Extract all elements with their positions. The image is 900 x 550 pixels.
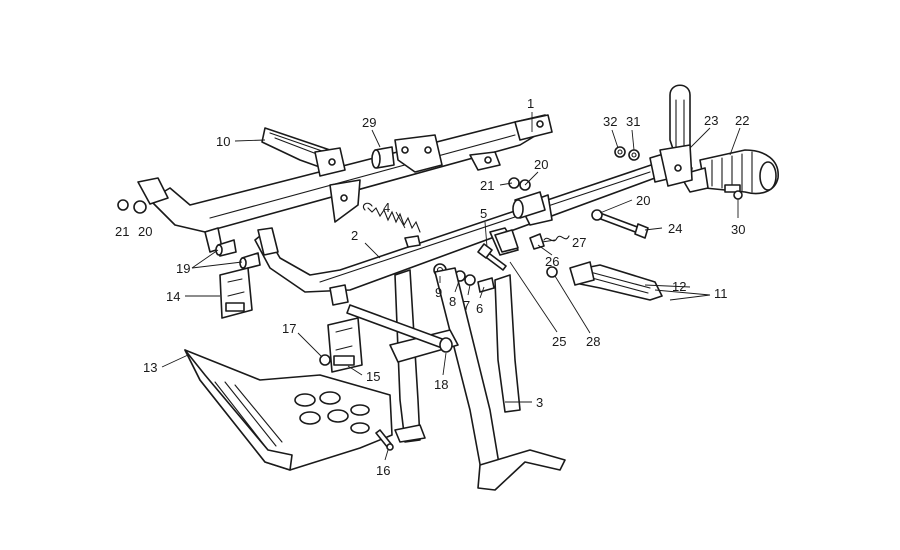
bracket-15 <box>327 317 363 373</box>
callout-30: 30 <box>731 222 745 237</box>
bushing-29 <box>371 146 395 169</box>
center-stand <box>389 267 566 491</box>
callout-25: 25 <box>552 334 566 349</box>
callout-29: 29 <box>362 115 376 130</box>
callout-21-right: 21 <box>480 178 494 193</box>
washer-20-right <box>591 209 603 221</box>
callout-24: 24 <box>668 221 682 236</box>
callout-9: 9 <box>435 285 442 300</box>
callout-14: 14 <box>166 289 180 304</box>
callout-8: 8 <box>449 294 456 309</box>
callout-6: 6 <box>476 301 483 316</box>
washer-7 <box>464 274 476 286</box>
spring-27 <box>543 235 570 242</box>
nut-32 <box>614 146 626 158</box>
callout-12: 12 <box>672 279 686 294</box>
bolt-16 <box>375 429 394 451</box>
callout-28: 28 <box>586 334 600 349</box>
nut-28 <box>546 266 558 278</box>
callout-11: 11 <box>714 286 728 301</box>
callout-23: 23 <box>704 113 718 128</box>
callout-22: 22 <box>735 113 749 128</box>
spring-4 <box>362 202 421 248</box>
bolt-24 <box>597 212 649 239</box>
upper-frame-rail <box>137 114 553 233</box>
callout-21-left: 21 <box>115 224 129 239</box>
callout-26: 26 <box>545 254 559 269</box>
nut-21-right <box>508 177 520 189</box>
pin-6 <box>477 277 495 293</box>
bracket-14 <box>219 267 253 319</box>
callout-20-upper: 20 <box>534 157 548 172</box>
callout-15: 15 <box>366 369 380 384</box>
callout-1: 1 <box>527 96 534 111</box>
callout-2: 2 <box>351 228 358 243</box>
callout-19: 19 <box>176 261 190 276</box>
nut-30 <box>733 190 743 200</box>
spacer-20 <box>512 191 546 219</box>
footpeg-passenger-right <box>659 84 779 195</box>
footpeg-rider-right <box>569 261 663 301</box>
callout-18: 18 <box>434 377 448 392</box>
callout-7: 7 <box>463 298 470 313</box>
callout-4: 4 <box>383 200 390 215</box>
stand-shaft-18 <box>346 304 453 353</box>
callout-31: 31 <box>626 114 640 129</box>
callout-16: 16 <box>376 463 390 478</box>
washer-20-left <box>133 200 147 214</box>
callout-10: 10 <box>216 134 230 149</box>
callout-5: 5 <box>480 206 487 221</box>
footpeg-rider-left <box>261 127 346 177</box>
callout-20-right: 20 <box>636 193 650 208</box>
callout-13: 13 <box>143 360 157 375</box>
nut-21-left <box>117 199 129 211</box>
callout-3: 3 <box>536 395 543 410</box>
callout-32: 32 <box>603 114 617 129</box>
callout-20-left: 20 <box>138 224 152 239</box>
bracket-25 <box>494 229 519 253</box>
bolt-5 <box>477 243 507 271</box>
bushings-19 <box>215 239 261 270</box>
skid-plate-13 <box>184 349 393 471</box>
callout-17: 17 <box>282 321 296 336</box>
callout-labels: 1 2 3 4 5 6 7 8 9 10 11 12 13 14 15 16 1… <box>115 96 749 478</box>
leader-lines <box>161 112 741 461</box>
callout-27: 27 <box>572 235 586 250</box>
cap-26 <box>529 233 545 250</box>
nut-17 <box>319 354 331 366</box>
nut-31 <box>628 149 640 161</box>
